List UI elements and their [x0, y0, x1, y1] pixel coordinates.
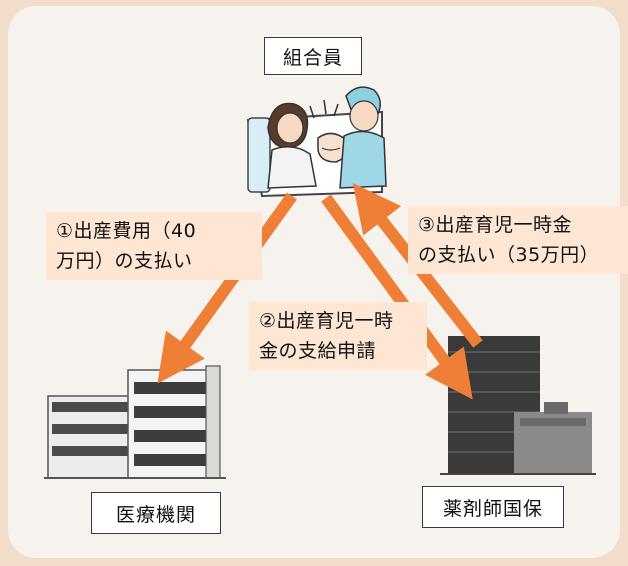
step2-line2: 金の支給申請: [259, 340, 377, 362]
step1-line1: ①出産費用（40: [56, 220, 197, 242]
step3-line2: の支払い（35万円）: [418, 244, 600, 266]
step2-note: ②出産育児一時 金の支給申請: [249, 302, 427, 370]
member-label: 組合員: [264, 37, 362, 75]
step3-line1: ③出産育児一時金: [418, 214, 573, 236]
nhi-building: [440, 336, 596, 475]
step3-note: ③出産育児一時金 の支払い（35万円）: [408, 206, 628, 274]
step1-note: ①出産費用（40 万円）の支払い: [46, 212, 262, 280]
step2-line1: ②出産育児一時: [259, 310, 394, 332]
arrow-member-to-nhi: [321, 194, 473, 400]
hospital-label: 医療機関: [91, 492, 221, 534]
nhi-label: 薬剤師国保: [422, 486, 564, 528]
step1-line2: 万円）の支払い: [56, 250, 193, 272]
hospital-building: [44, 365, 226, 479]
arrow-member-to-hospital: [157, 192, 297, 384]
family-illustration: [246, 86, 387, 198]
